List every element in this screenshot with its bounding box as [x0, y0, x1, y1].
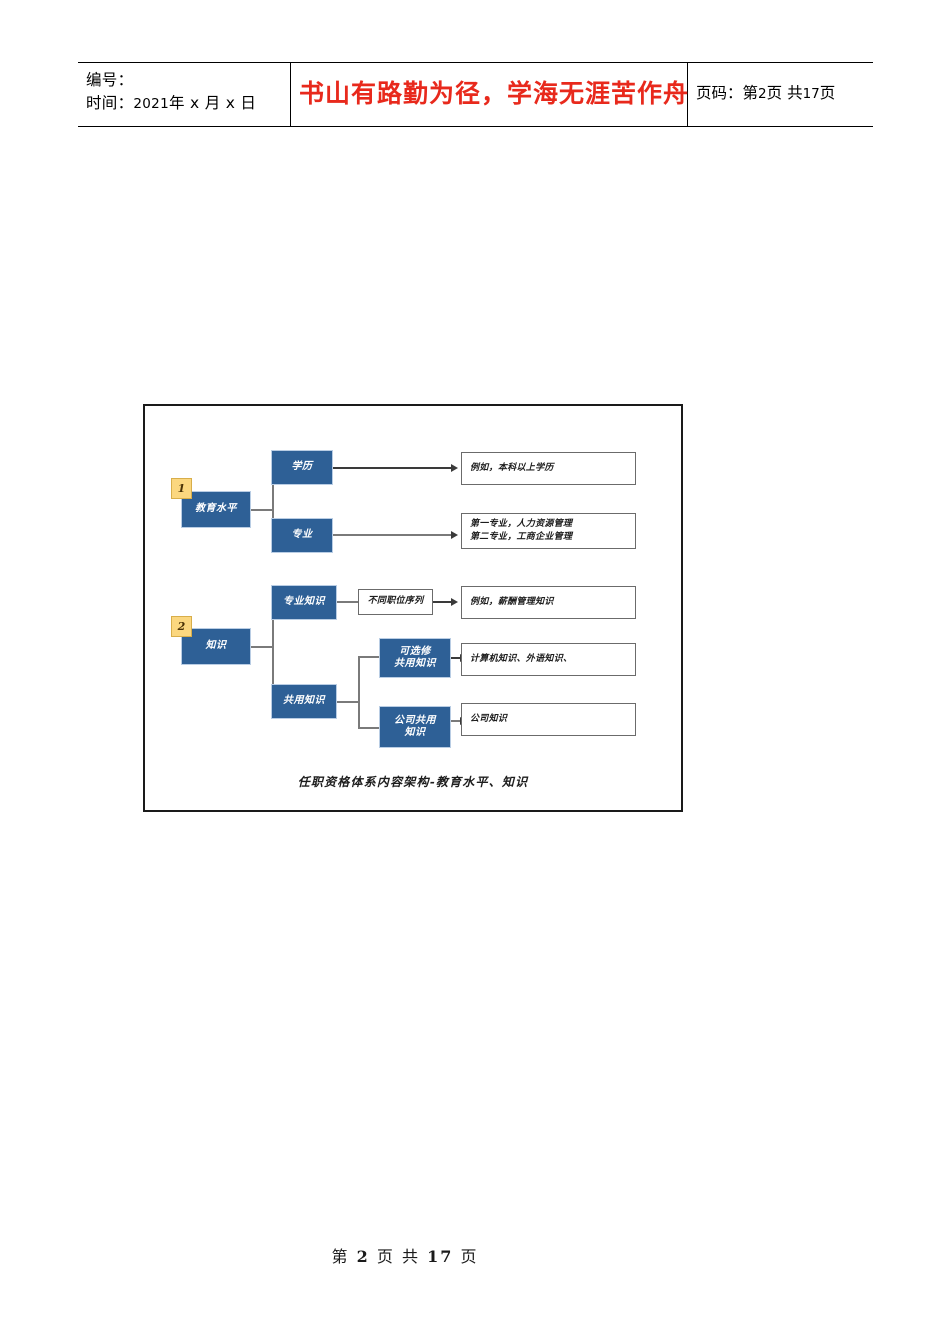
- doc-date-rest: 年 x 月 x 日: [168, 94, 257, 113]
- node-degree[interactable]: 学历: [271, 450, 333, 485]
- mid-position-sequence-text: 不同职位序列: [367, 596, 424, 607]
- page-header-table: 编号： 时间：2021年 x 月 x 日 书山有路勤为径，学海无涯苦作舟 页码：…: [78, 62, 873, 127]
- connector-major-to-detail: [333, 534, 453, 536]
- footer-total-number: 17: [427, 1247, 454, 1266]
- connector-shared-trunk: [358, 656, 360, 729]
- node-elective-shared-knowledge-line2: 共用知识: [394, 658, 436, 669]
- detail-professional-knowledge-text: 例如，薪酬管理知识: [470, 596, 554, 607]
- page-total-number: 17: [802, 86, 820, 103]
- mid-position-sequence: 不同职位序列: [358, 589, 433, 615]
- header-meta-cell: 编号： 时间：2021年 x 月 x 日: [78, 62, 291, 127]
- detail-major-line1: 第一专业，人力资源管理: [470, 518, 573, 529]
- page-current-suffix: 页: [766, 84, 783, 103]
- arrow-major-detail-icon: [451, 531, 458, 539]
- connector-shared-to-sub1: [358, 656, 380, 658]
- header-row: 编号： 时间：2021年 x 月 x 日 书山有路勤为径，学海无涯苦作舟 页码：…: [78, 62, 873, 127]
- page-current-number: 2: [758, 86, 767, 103]
- page-current-prefix: 第: [742, 84, 759, 103]
- footer-current-prefix: 第: [331, 1247, 350, 1266]
- doc-date-year: 2021: [133, 96, 169, 113]
- connector-root2-trunk: [272, 602, 274, 703]
- node-education-level[interactable]: 教育水平: [181, 491, 251, 528]
- page-label: 页码：: [696, 84, 743, 103]
- page-total-prefix: 共: [787, 84, 803, 103]
- connector-company-to-detail: [451, 720, 463, 722]
- detail-elective-shared-knowledge: 计算机知识、外语知识、: [461, 643, 636, 676]
- connector-root1-stem: [251, 509, 273, 511]
- detail-major-line2: 第二专业，工商企业管理: [470, 532, 573, 542]
- connector-root1-trunk: [272, 468, 274, 537]
- node-elective-shared-knowledge[interactable]: 可选修 共用知识: [379, 638, 451, 678]
- page-total-suffix: 页: [819, 84, 836, 103]
- node-major[interactable]: 专业: [271, 518, 333, 553]
- connector-shared-to-sub2: [358, 727, 380, 729]
- connector-shared-stem: [337, 701, 359, 703]
- header-page-cell: 页码：第2页 共17页: [687, 62, 873, 127]
- node-company-shared-knowledge-line2: 知识: [404, 727, 426, 738]
- detail-degree-text: 例如，本科以上学历: [470, 462, 554, 473]
- connector-prof-to-mid: [337, 601, 359, 603]
- doc-date-line: 时间：2021年 x 月 x 日: [86, 92, 282, 115]
- node-company-shared-knowledge[interactable]: 公司共用 知识: [379, 706, 451, 748]
- diagram-frame: 1 教育水平 学历 例如，本科以上学历 专业 第一专业，人力资源管理 第二专业，…: [143, 404, 683, 812]
- arrow-prof-detail-icon: [451, 598, 458, 606]
- branch-badge-1: 1: [171, 478, 192, 499]
- connector-root2-stem: [251, 646, 273, 648]
- node-company-shared-knowledge-line1: 公司共用: [394, 714, 436, 726]
- footer-total-suffix: 页: [460, 1247, 479, 1266]
- connector-mid-to-detail: [433, 601, 453, 603]
- footer-current-number: 2: [356, 1247, 370, 1266]
- detail-professional-knowledge: 例如，薪酬管理知识: [461, 586, 636, 619]
- node-elective-shared-knowledge-line1: 可选修: [399, 645, 431, 657]
- node-professional-knowledge[interactable]: 专业知识: [271, 585, 337, 620]
- detail-company-shared-knowledge: 公司知识: [461, 703, 636, 736]
- node-shared-knowledge[interactable]: 共用知识: [271, 684, 337, 719]
- header-motto-cell: 书山有路勤为径，学海无涯苦作舟: [290, 62, 688, 127]
- page-footer: 第 2 页 共 17 页: [0, 1243, 950, 1267]
- detail-degree: 例如，本科以上学历: [461, 452, 636, 485]
- diagram-caption: 任职资格体系内容架构-教育水平、知识: [297, 775, 529, 789]
- doc-date-label: 时间：: [86, 94, 134, 113]
- doc-number-label: 编号：: [86, 71, 134, 89]
- connector-elective-to-detail: [451, 657, 463, 659]
- connector-degree-to-detail: [333, 467, 453, 469]
- footer-total-prefix: 共: [401, 1247, 420, 1266]
- branch-badge-2: 2: [171, 616, 192, 637]
- detail-company-shared-knowledge-text: 公司知识: [470, 713, 508, 724]
- diagram-canvas: 1 教育水平 学历 例如，本科以上学历 专业 第一专业，人力资源管理 第二专业，…: [145, 406, 681, 810]
- arrow-degree-detail-icon: [451, 464, 458, 472]
- detail-elective-shared-knowledge-text: 计算机知识、外语知识、: [470, 653, 573, 664]
- footer-current-suffix: 页: [376, 1247, 395, 1266]
- node-knowledge[interactable]: 知识: [181, 628, 251, 665]
- detail-major: 第一专业，人力资源管理 第二专业，工商企业管理: [461, 513, 636, 549]
